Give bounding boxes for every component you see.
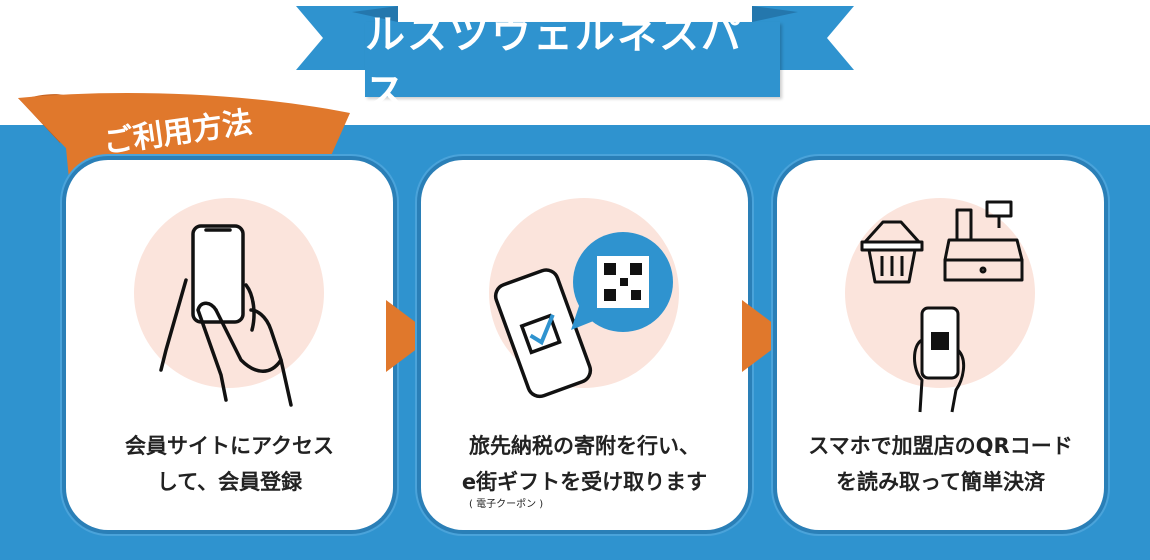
step-caption-line2: して、会員登録 bbox=[156, 470, 303, 494]
step-card-pay: スマホで加盟店のQRコードを読み取って簡単決済 bbox=[777, 160, 1104, 530]
step-caption-line1: 会員サイトにアクセス bbox=[125, 434, 334, 458]
smartphone-hand-icon bbox=[159, 224, 293, 407]
step-note: ( 電子クーポン ) bbox=[469, 499, 544, 510]
step-caption-line2: e街ギフトを受け取ります bbox=[461, 470, 708, 494]
step-card-donate: 旅先納税の寄附を行い、 e街ギフトを受け取ります ( 電子クーポン ) bbox=[421, 160, 748, 530]
page-title: ルスツウェルネスパス bbox=[365, 12, 780, 116]
step-caption-line2: を読み取って簡単決済 bbox=[836, 470, 1045, 494]
step-caption-line1: スマホで加盟店のQRコード bbox=[808, 434, 1073, 458]
step-card-register: 会員サイトにアクセスして、会員登録 bbox=[66, 160, 393, 530]
phone-qr-check-icon bbox=[493, 232, 673, 399]
basket-register-phone-icon bbox=[860, 200, 1024, 413]
step-caption-line1: 旅先納税の寄附を行い、 bbox=[469, 434, 700, 458]
